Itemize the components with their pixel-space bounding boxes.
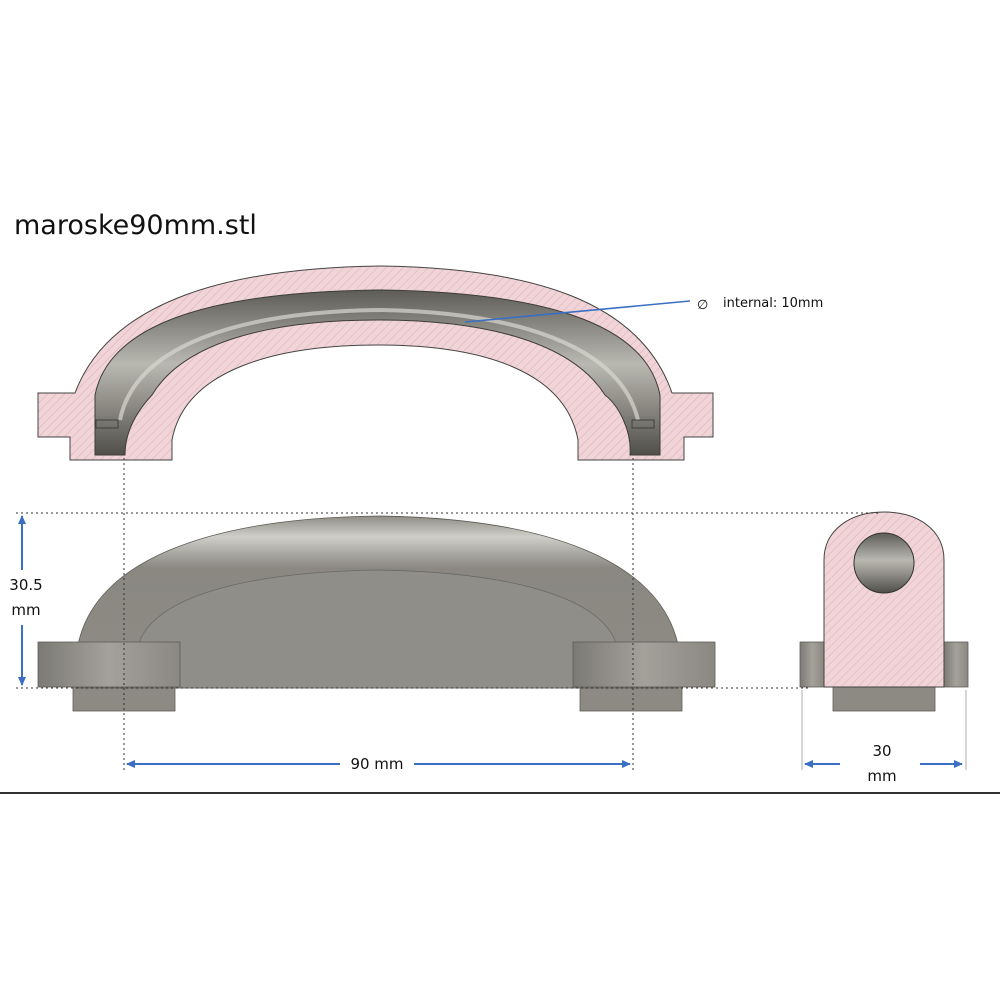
file-title: maroske90mm.stl — [14, 210, 257, 241]
side-view — [799, 511, 969, 712]
side-lug — [823, 511, 945, 688]
side-foot-left — [799, 641, 825, 688]
internal-tube — [94, 289, 661, 456]
notch-right — [631, 419, 655, 429]
side-foot-base — [832, 684, 936, 712]
divider-line — [0, 792, 1000, 794]
notch-left — [95, 419, 119, 429]
handle-inner-panel — [139, 569, 616, 689]
width-value: 90 mm — [350, 755, 403, 773]
tube-highlight — [118, 307, 640, 421]
section-view — [37, 265, 714, 461]
depth-unit: mm — [867, 767, 896, 785]
front-view — [37, 515, 716, 712]
height-unit: mm — [11, 601, 40, 619]
foot-right-base — [579, 684, 683, 712]
extension-lines — [16, 458, 880, 770]
side-extension-lines — [801, 690, 967, 770]
height-value: 30.5 — [9, 576, 42, 594]
diameter-note: internal: 10mm — [723, 296, 823, 311]
foot-left-top — [37, 641, 181, 688]
diameter-leader-line — [464, 300, 691, 323]
diameter-symbol: ∅ — [697, 298, 708, 313]
depth-value: 30 — [872, 742, 891, 760]
side-lug-hole — [853, 532, 915, 594]
side-foot-right — [943, 641, 969, 688]
foot-right-top — [572, 641, 716, 688]
